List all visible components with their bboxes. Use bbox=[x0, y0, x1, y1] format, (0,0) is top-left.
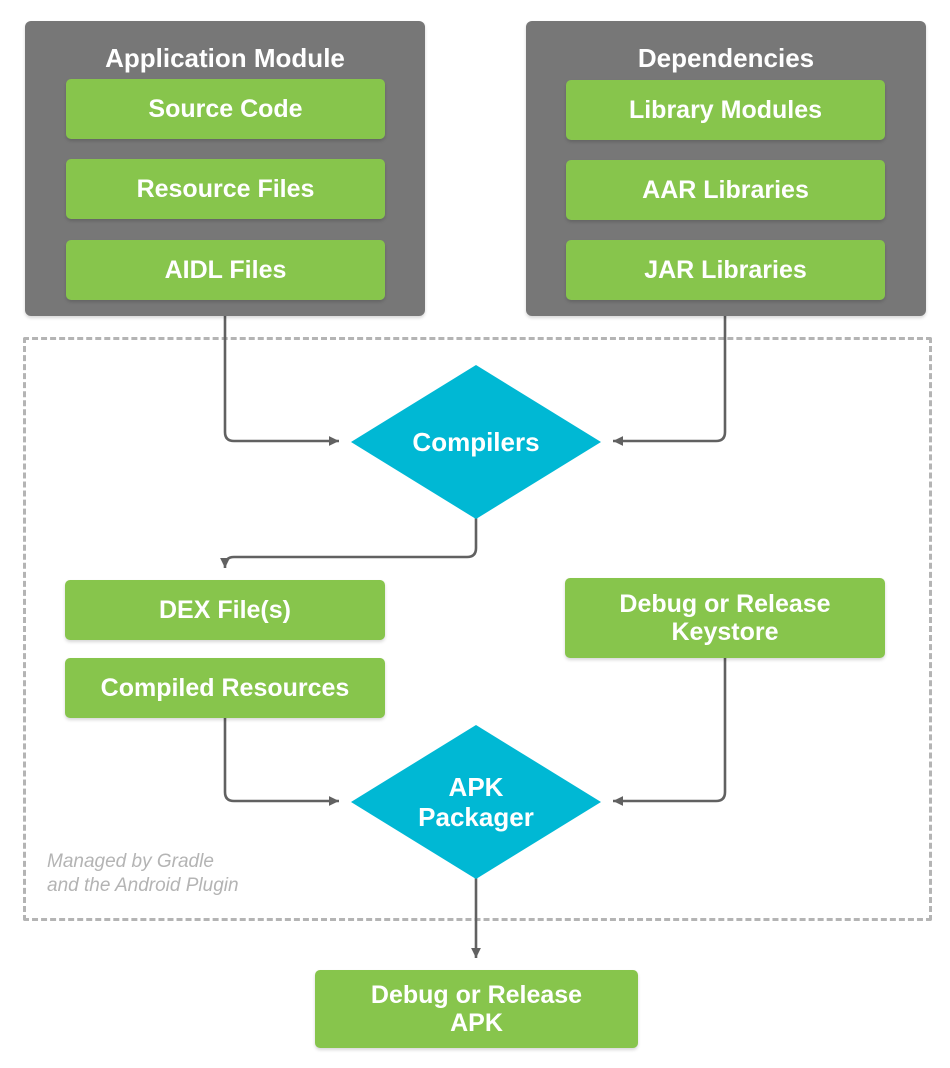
managed-by-gradle-region bbox=[23, 337, 932, 921]
artifact-dex-files[interactable]: DEX File(s) bbox=[65, 580, 385, 640]
artifact-compiled-resources[interactable]: Compiled Resources bbox=[65, 658, 385, 718]
managed-by-gradle-caption: Managed by Gradle and the Android Plugin bbox=[47, 851, 239, 897]
chip-resource-files[interactable]: Resource Files bbox=[66, 159, 385, 219]
compilers-diamond-shape bbox=[351, 365, 601, 519]
artifact-keystore[interactable]: Debug or Release Keystore bbox=[565, 578, 885, 658]
process-apk-packager[interactable]: APK Packager bbox=[351, 725, 601, 879]
process-compilers[interactable]: Compilers bbox=[351, 365, 601, 519]
chip-aidl-files[interactable]: AIDL Files bbox=[66, 240, 385, 300]
chip-jar-libraries[interactable]: JAR Libraries bbox=[566, 240, 885, 300]
chip-aar-libraries[interactable]: AAR Libraries bbox=[566, 160, 885, 220]
apk-packager-diamond-shape bbox=[351, 725, 601, 879]
group-application-module-title: Application Module bbox=[105, 43, 345, 73]
process-compilers-label: Compilers bbox=[412, 426, 540, 457]
artifact-output-apk[interactable]: Debug or Release APK bbox=[315, 970, 638, 1048]
chip-library-modules[interactable]: Library Modules bbox=[566, 80, 885, 140]
process-apk-packager-label: APK Packager bbox=[418, 771, 534, 832]
group-dependencies-title: Dependencies bbox=[637, 43, 815, 73]
chip-source-code[interactable]: Source Code bbox=[66, 79, 385, 139]
